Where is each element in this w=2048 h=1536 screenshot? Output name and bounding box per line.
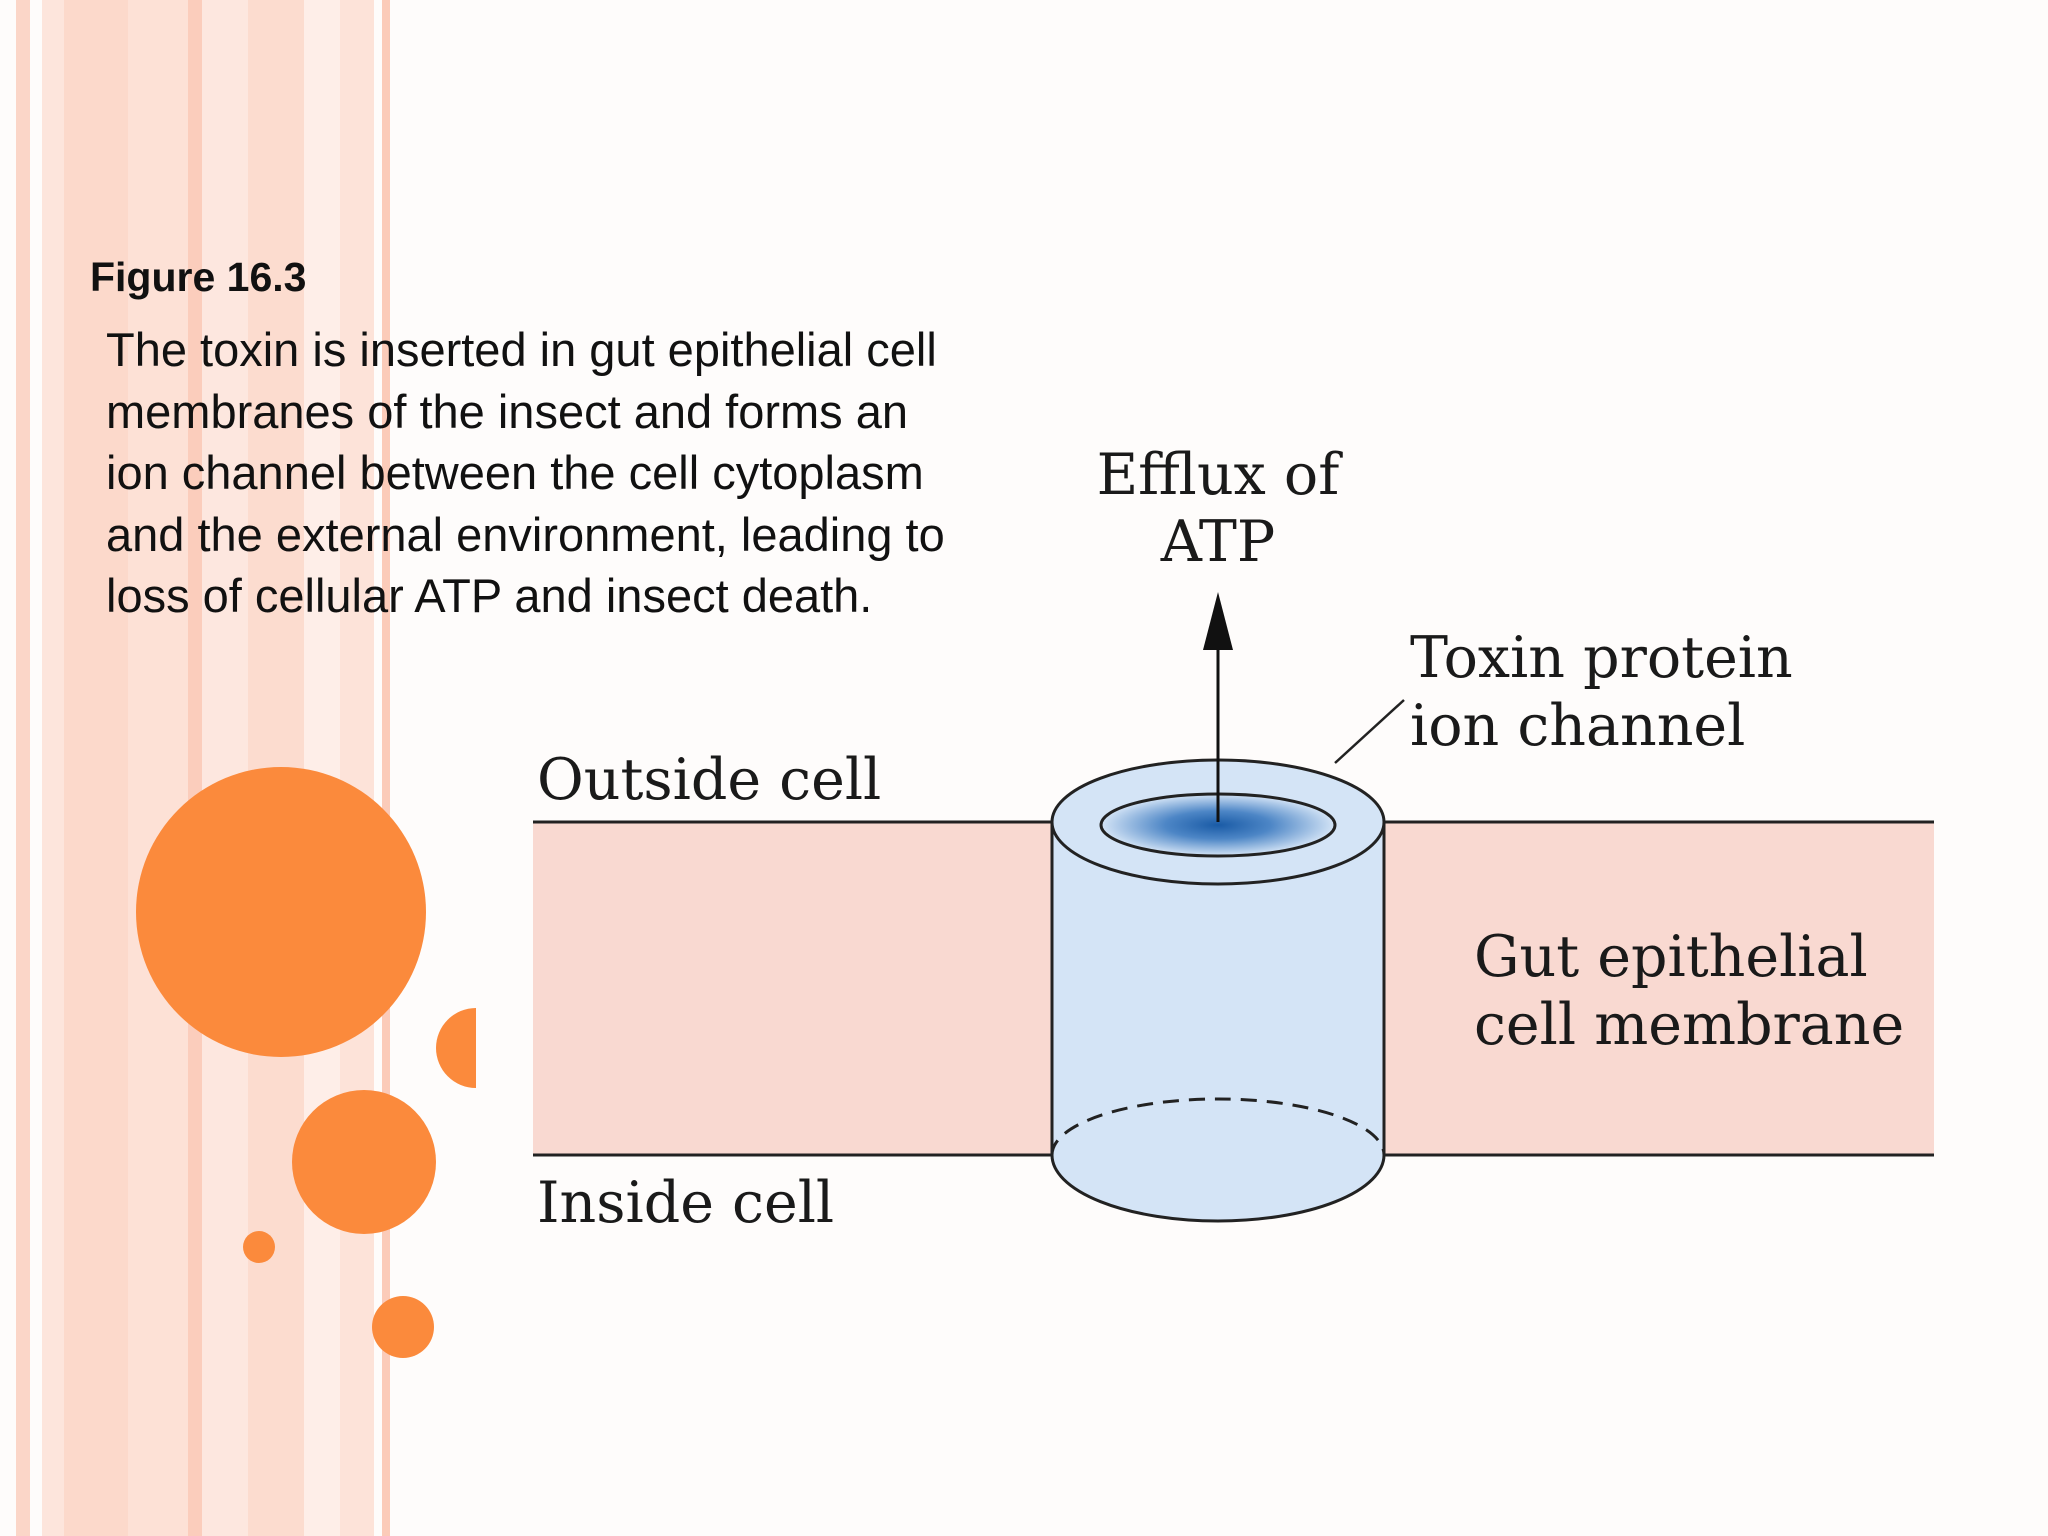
caption-line: loss of cellular ATP and insect death. (106, 569, 873, 622)
membrane-label-line-1: Gut epithelial (1474, 924, 1868, 990)
caption-line: membranes of the insect and forms an (106, 384, 909, 438)
toxin-label-line-2: ion channel (1410, 693, 1745, 759)
vertical-stripes (16, 0, 390, 1536)
decorative-circles (136, 767, 476, 1358)
efflux-label-line-1: Efflux of (1097, 442, 1344, 508)
caption-line: ion channel between the cell cytoplasm (106, 446, 924, 499)
toxin-leader-line (1334, 699, 1405, 764)
caption-line: and the external environment, leading to (106, 507, 945, 561)
efflux-arrow (1203, 592, 1233, 822)
figure-caption: The toxin is inserted in gut epithelial … (106, 319, 1086, 627)
figure-label: Figure 16.3 (90, 254, 307, 300)
inside-cell-label: Inside cell (537, 1170, 834, 1236)
toxin-ion-channel (1050, 758, 1386, 1223)
membrane-label-line-2: cell membrane (1474, 992, 1904, 1058)
efflux-label-line-2: ATP (1160, 509, 1275, 575)
outside-cell-label: Outside cell (537, 747, 881, 813)
caption-line: The toxin is inserted in gut epithelial … (106, 323, 937, 376)
toxin-label-line-1: Toxin protein (1410, 625, 1793, 691)
